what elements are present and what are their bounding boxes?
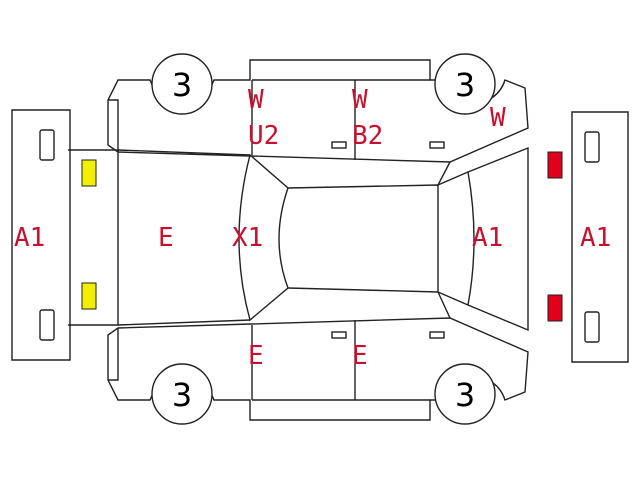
wheel-front-right[interactable]: 3 (151, 363, 213, 425)
label-front-door-bottom: E (248, 341, 264, 371)
label-rear-bumper: A1 (580, 223, 611, 253)
label-front-bumper: A1 (14, 223, 45, 253)
label-hood: E (158, 223, 174, 253)
label-rear-door-bottom: E (352, 341, 368, 371)
car-body-top (68, 146, 529, 332)
taillamp-bottom (547, 294, 563, 322)
label-roof-front-code: U2 (248, 121, 279, 151)
wheel-front-left[interactable]: 3 (151, 53, 213, 115)
wheel-rear-left[interactable]: 3 (434, 53, 496, 115)
label-roof-rear-w: W (352, 85, 368, 115)
label-rear-glass: A1 (472, 223, 503, 253)
label-rear-quarter: W (490, 103, 506, 133)
wheel-rear-right[interactable]: 3 (434, 363, 496, 425)
svg-text:3: 3 (172, 376, 192, 414)
svg-text:3: 3 (455, 376, 475, 414)
label-windshield: X1 (232, 223, 263, 253)
label-roof-front-w: W (248, 85, 264, 115)
svg-text:3: 3 (455, 66, 475, 104)
rear-bumper[interactable] (571, 111, 629, 363)
taillamp-top (547, 151, 563, 179)
headlamp-bottom (81, 282, 97, 310)
svg-text:3: 3 (172, 66, 192, 104)
front-bumper[interactable] (11, 109, 71, 361)
headlamp-top (81, 159, 97, 187)
label-roof-rear-code: B2 (352, 121, 383, 151)
